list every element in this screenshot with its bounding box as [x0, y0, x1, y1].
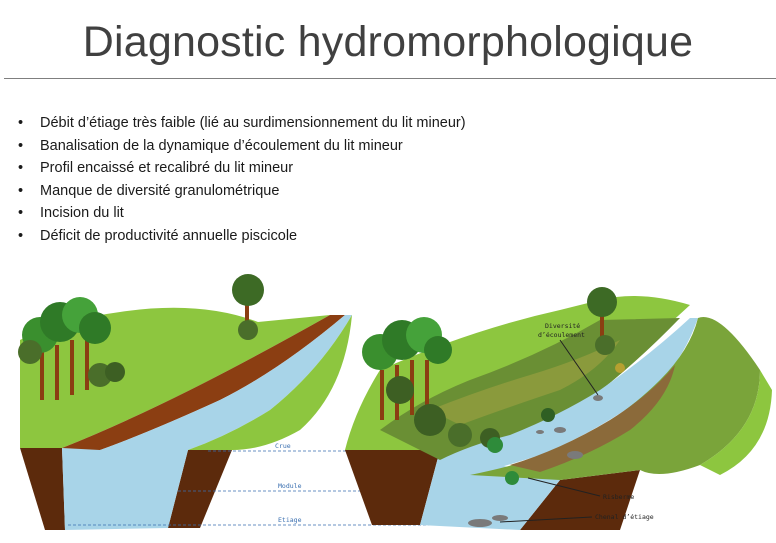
- risberme-annotation: Risberme: [527, 477, 634, 501]
- bullet-text: Déficit de productivité annuelle piscico…: [40, 227, 298, 244]
- outer-grass-bank: [700, 370, 772, 475]
- bullet-list: •Débit d’étiage très faible (lié au surd…: [18, 112, 466, 247]
- module-label: Module: [278, 482, 302, 490]
- list-item: •Déficit de productivité annuelle piscic…: [18, 225, 466, 248]
- bullet-text: Incision du lit: [40, 205, 124, 221]
- list-item: •Incision du lit: [18, 202, 466, 225]
- chenal-annotation: Chenal d’étiage: [499, 513, 654, 523]
- channel-water-face: [420, 450, 560, 530]
- page-title: Diagnostic hydromorphologique: [82, 18, 694, 66]
- tree-group: [18, 297, 125, 400]
- right-grass-bank: [188, 315, 352, 450]
- diversite-label-line1: Diversité: [545, 322, 580, 330]
- tree: [587, 287, 617, 355]
- stones: [468, 395, 603, 527]
- river-cross-section-diagram: Crue Module Etiage: [18, 274, 772, 530]
- tree: [232, 274, 264, 340]
- channel-water-face: [62, 448, 188, 530]
- water-surface: [100, 315, 352, 450]
- list-item: •Banalisation de la dynamique d’écouleme…: [18, 135, 466, 158]
- restored-river-illustration: [345, 287, 772, 530]
- diversite-annotation: Diversité d’écoulement: [538, 322, 599, 396]
- right-grass-bank: [470, 317, 760, 480]
- water-surface: [440, 318, 698, 475]
- earth-bank-slope: [62, 315, 345, 450]
- left-bank-soil-face: [20, 448, 65, 530]
- list-item: •Débit d’étiage très faible (lié au surd…: [18, 112, 466, 135]
- bullet-text: Débit d’étiage très faible (lié au surdi…: [40, 115, 466, 131]
- risberme-berm: [510, 365, 675, 472]
- riparian-plants: [487, 363, 625, 485]
- list-item: •Manque de diversité granulométrique: [18, 180, 466, 203]
- crue-label: Crue: [275, 442, 291, 450]
- etiage-label: Etiage: [278, 516, 302, 524]
- risberme-label: Risberme: [603, 493, 634, 501]
- bullet-text: Banalisation de la dynamique d’écoulemen…: [40, 137, 403, 154]
- bullet-text: Manque de diversité granulométrique: [40, 182, 280, 199]
- left-bank-soil-face: [345, 450, 440, 525]
- channelized-river-illustration: [18, 274, 352, 530]
- tree-group: [362, 317, 500, 448]
- diversite-label-line2: d’écoulement: [538, 331, 585, 339]
- right-bank-soil-face: [520, 470, 640, 530]
- bullet-text: Profil encaissé et recalibré du lit mine…: [40, 160, 294, 176]
- bank-vegetation: [430, 340, 620, 425]
- right-bank-soil-face: [168, 450, 232, 528]
- chenal-label: Chenal d’étiage: [595, 513, 654, 521]
- list-item: •Profil encaissé et recalibré du lit min…: [18, 157, 466, 180]
- title-divider: [4, 78, 776, 79]
